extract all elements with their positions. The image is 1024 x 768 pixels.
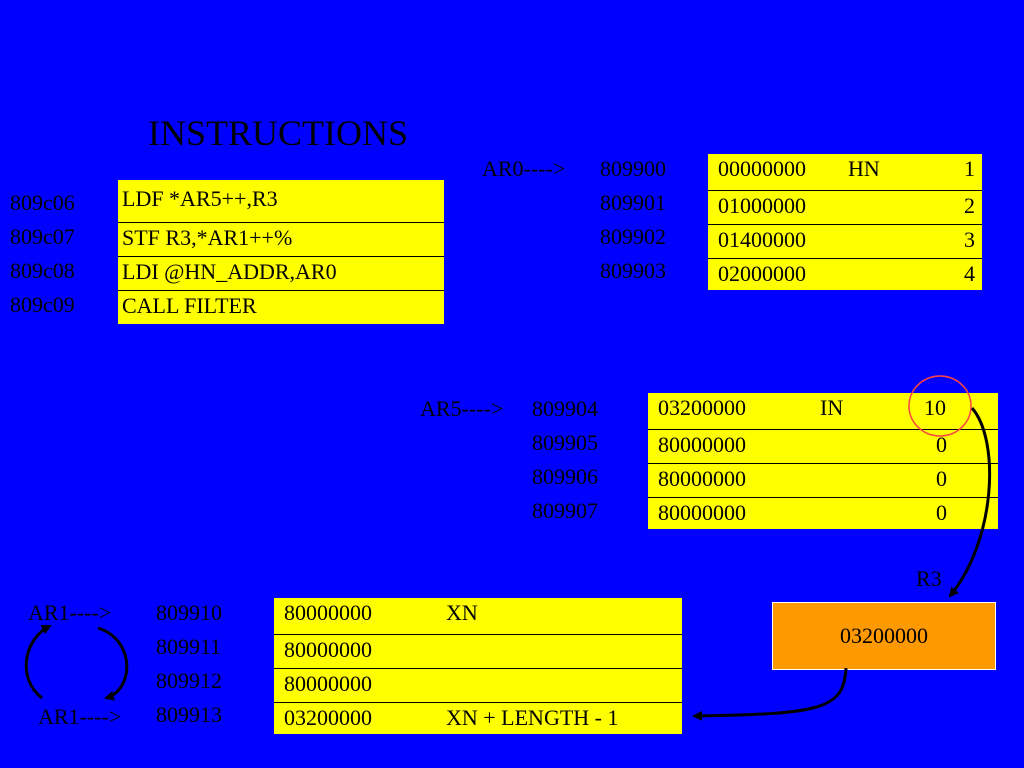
hn-index: 4 (964, 261, 975, 286)
hn-address: 809902 (600, 224, 666, 249)
instruction-address: 809c09 (10, 292, 75, 317)
in-address: 809906 (532, 464, 598, 489)
xn-value: 03200000 (284, 705, 372, 730)
hn-value: 01400000 (718, 227, 806, 252)
instruction-row: CALL FILTER (118, 290, 444, 323)
instruction-table: LDF *AR5++,R3 STF R3,*AR1++% LDI @HN_ADD… (118, 180, 444, 324)
ar1-pointer-bottom: AR1----> (38, 704, 122, 729)
hn-table: 00000000 HN 1 01000000 2 01400000 3 0200… (708, 154, 982, 290)
xn-address: 809911 (156, 634, 222, 659)
in-row: 80000000 0 (648, 429, 998, 462)
instruction-address: 809c07 (10, 224, 75, 249)
hn-row: 02000000 4 (708, 258, 982, 291)
in-value: 80000000 (658, 500, 746, 525)
in-tag: IN (820, 395, 844, 420)
in-address: 809905 (532, 430, 598, 455)
in-index: 0 (936, 432, 947, 457)
in-index: 0 (936, 500, 947, 525)
xn-row: 03200000 XN + LENGTH - 1 (274, 702, 682, 735)
in-address: 809907 (532, 498, 598, 523)
r3-register: 03200000 (772, 602, 996, 670)
hn-row: 01000000 2 (708, 190, 982, 223)
arrow-in-to-r3 (948, 407, 992, 598)
arrow-ar1-down (97, 626, 129, 701)
in-value: 80000000 (658, 432, 746, 457)
in-index: 0 (936, 466, 947, 491)
in-value: 03200000 (658, 395, 746, 420)
hn-index: 3 (964, 227, 975, 252)
xn-table: 80000000 XN 80000000 80000000 03200000 X… (274, 598, 682, 734)
instruction-text: STF R3,*AR1++% (122, 225, 293, 250)
xn-address: 809913 (156, 702, 222, 727)
xn-row: 80000000 XN (274, 598, 682, 630)
hn-value: 00000000 (718, 156, 806, 181)
in-address: 809904 (532, 396, 598, 421)
in-index: 10 (924, 395, 946, 420)
instruction-address: 809c06 (10, 190, 75, 215)
hn-row: 00000000 HN 1 (708, 154, 982, 186)
xn-tag: XN (446, 600, 478, 625)
xn-tag: XN + LENGTH - 1 (446, 705, 619, 730)
instruction-text: CALL FILTER (122, 293, 257, 318)
r3-label: R3 (916, 566, 942, 591)
instruction-row: STF R3,*AR1++% (118, 222, 444, 255)
in-row: 80000000 0 (648, 463, 998, 496)
ar5-pointer-label: AR5----> (420, 396, 504, 421)
xn-row: 80000000 (274, 634, 682, 667)
instruction-address: 809c08 (10, 258, 75, 283)
in-value: 80000000 (658, 466, 746, 491)
arrow-r3-to-xn (692, 667, 848, 721)
instruction-row: LDF *AR5++,R3 (118, 184, 444, 218)
xn-value: 80000000 (284, 637, 372, 662)
ar1-pointer-top: AR1----> (28, 600, 112, 625)
page-title: INSTRUCTIONS (148, 113, 409, 153)
xn-value: 80000000 (284, 600, 372, 625)
xn-value: 80000000 (284, 671, 372, 696)
hn-address: 809900 (600, 156, 666, 181)
hn-address: 809903 (600, 258, 666, 283)
hn-index: 2 (964, 193, 975, 218)
xn-row: 80000000 (274, 668, 682, 701)
hn-index: 1 (964, 156, 975, 181)
hn-address: 809901 (600, 190, 666, 215)
hn-value: 01000000 (718, 193, 806, 218)
instruction-text: LDI @HN_ADDR,AR0 (122, 259, 337, 284)
hn-value: 02000000 (718, 261, 806, 286)
in-row: 80000000 0 (648, 497, 998, 530)
arrow-ar1-up (24, 624, 52, 700)
in-row: 03200000 IN 10 (648, 393, 998, 425)
in-table: 03200000 IN 10 80000000 0 80000000 0 800… (648, 393, 998, 529)
xn-address: 809910 (156, 600, 222, 625)
hn-row: 01400000 3 (708, 224, 982, 257)
ar0-pointer-label: AR0----> (482, 156, 566, 181)
instruction-text: LDF *AR5++,R3 (122, 186, 278, 211)
hn-tag: HN (848, 156, 880, 181)
instruction-row: LDI @HN_ADDR,AR0 (118, 256, 444, 289)
xn-address: 809912 (156, 668, 222, 693)
highlight-circle (908, 375, 972, 437)
